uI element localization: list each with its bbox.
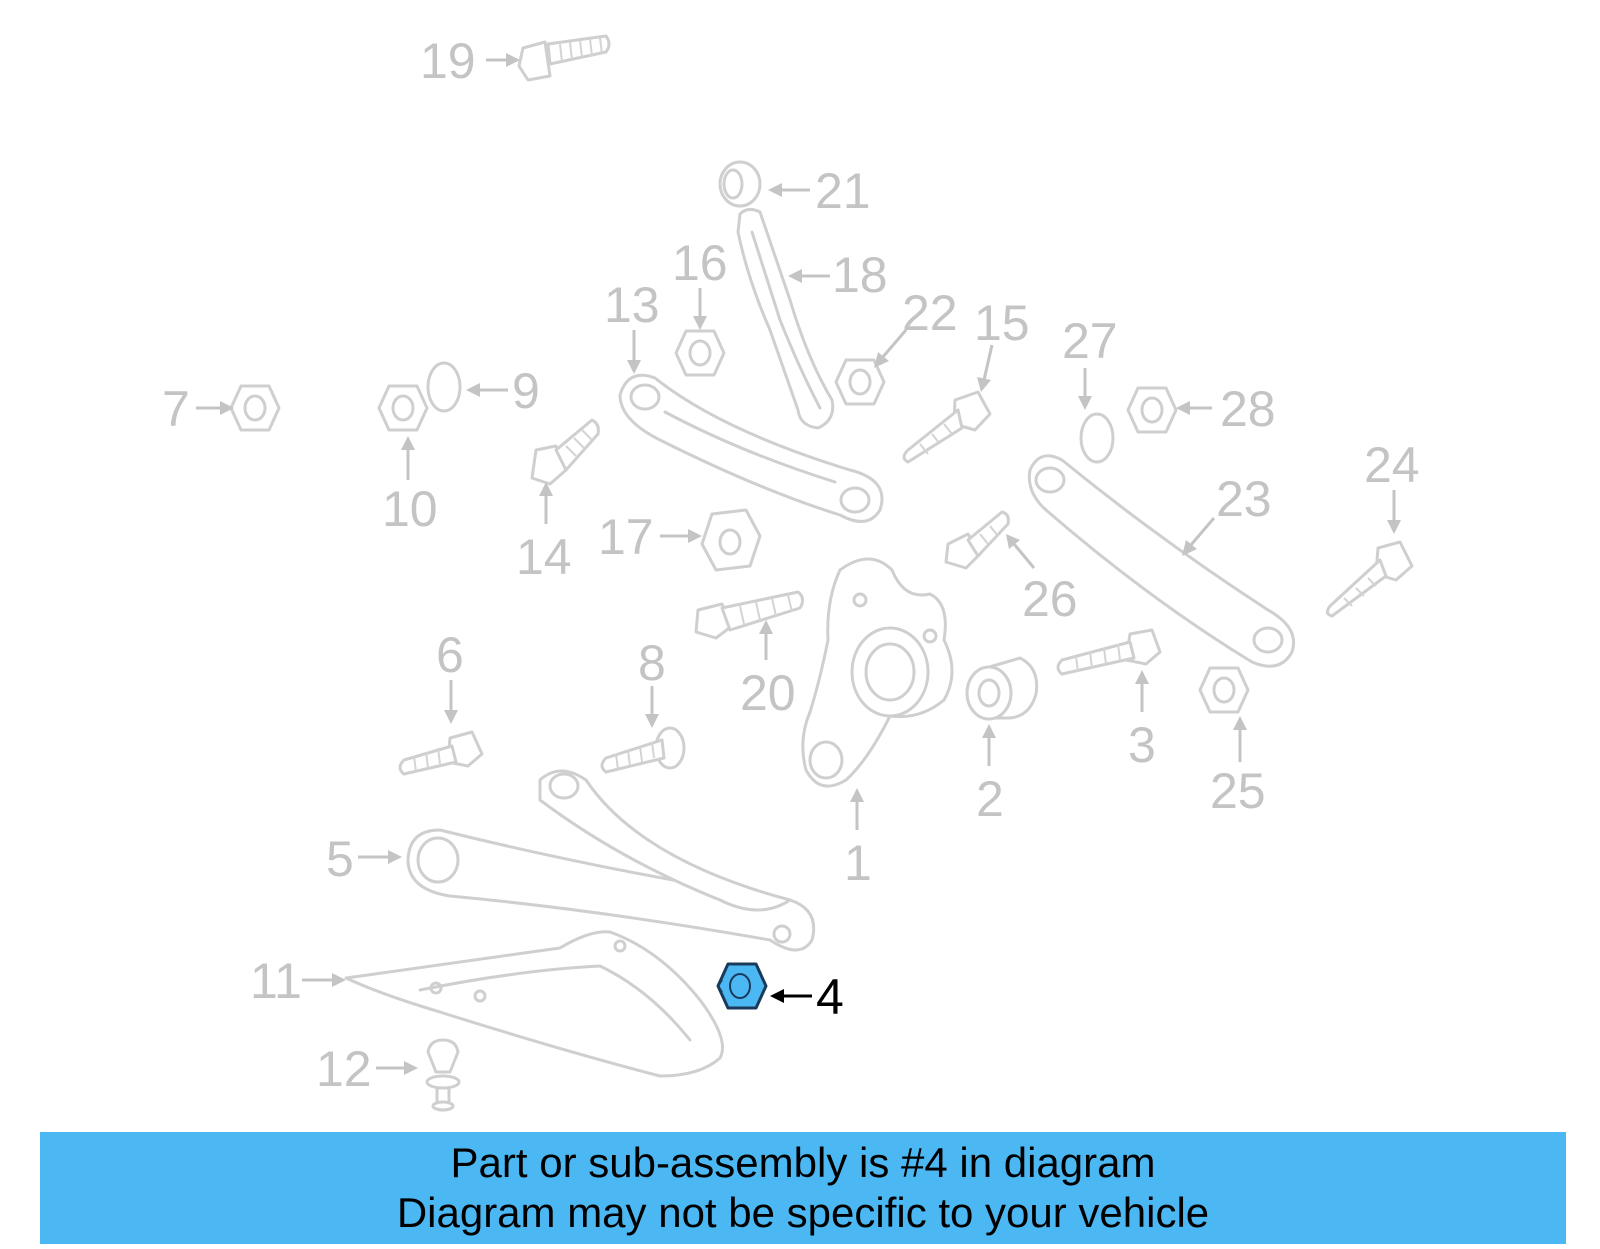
leader-27: [1078, 368, 1092, 410]
callout-9: 9: [512, 363, 540, 419]
part-arm-13: [618, 373, 884, 523]
leader-16: [693, 288, 707, 330]
part-nut-25: [1198, 666, 1250, 714]
callout-16: 16: [672, 235, 728, 291]
callout-23: 23: [1216, 471, 1272, 527]
info-banner: Part or sub-assembly is #4 in diagram Di…: [40, 1132, 1566, 1244]
leader-7: [196, 401, 234, 415]
part-bolt-14: [530, 418, 600, 486]
callout-12: 12: [316, 1041, 372, 1097]
part-bolt-20: [694, 590, 805, 640]
callout-17: 17: [598, 509, 654, 565]
callout-22: 22: [902, 285, 958, 341]
callout-13: 13: [604, 277, 660, 333]
part-ring-9: [426, 361, 462, 413]
banner-line-disclaimer: Diagram may not be specific to your vehi…: [396, 1189, 1210, 1236]
callout-15: 15: [974, 295, 1030, 351]
part-nut-7: [229, 384, 281, 432]
callout-26: 26: [1022, 571, 1078, 627]
leader-2: [982, 724, 996, 766]
part-nut-10: [377, 384, 429, 432]
leader-22: [874, 329, 908, 368]
leader-5: [358, 850, 402, 864]
part-bushing-2: [965, 656, 1039, 721]
part-link-18: [736, 207, 835, 430]
callout-7: 7: [162, 381, 190, 437]
leader-10: [401, 436, 415, 480]
part-bolt-3: [1056, 628, 1162, 676]
part-knuckle-1: [801, 557, 954, 788]
callout-18: 18: [832, 247, 888, 303]
callout-1: 1: [844, 835, 872, 891]
callout-3: 3: [1128, 717, 1156, 773]
callout-8: 8: [638, 635, 666, 691]
leader-1: [850, 788, 864, 830]
callout-5: 5: [326, 831, 354, 887]
leader-26: [1006, 534, 1036, 569]
callout-21: 21: [815, 163, 871, 219]
part-shield-11: [344, 930, 724, 1078]
part-arm-5: [406, 769, 816, 952]
leader-21: [768, 183, 810, 197]
leader-18: [788, 269, 830, 283]
part-clip-12: [425, 1038, 461, 1112]
leader-8: [645, 686, 659, 728]
leader-11: [302, 973, 346, 987]
banner-line-part: Part or sub-assembly is #4 in diagram: [450, 1139, 1156, 1186]
callout-11: 11: [250, 953, 302, 1009]
part-arm-23: [1027, 454, 1295, 668]
callout-27: 27: [1062, 313, 1118, 369]
leader-15: [977, 344, 994, 392]
part-bolt-15: [902, 390, 992, 464]
leader-19: [486, 53, 520, 67]
callout-19: 19: [420, 33, 476, 89]
callout-24: 24: [1364, 437, 1420, 493]
leader-4: [770, 989, 812, 1003]
part-bolt-26: [944, 510, 1010, 570]
leader-14: [539, 482, 553, 524]
part-nut-4-highlighted[interactable]: [716, 962, 768, 1010]
leader-13: [627, 330, 641, 374]
leader-17: [660, 529, 702, 543]
leader-24: [1387, 490, 1401, 534]
part-bushing-21: [718, 160, 762, 208]
callout-4[interactable]: 4: [816, 969, 844, 1025]
leader-3: [1135, 670, 1149, 712]
part-bolt-8: [600, 726, 686, 774]
part-bolt-6: [398, 730, 484, 776]
callout-10: 10: [382, 481, 438, 537]
part-ring-27: [1079, 412, 1115, 464]
callout-14: 14: [516, 529, 572, 585]
leader-20: [759, 620, 773, 660]
part-bolt-24: [1325, 540, 1414, 618]
leader-12: [376, 1061, 418, 1075]
callout-6: 6: [436, 627, 464, 683]
callout-25: 25: [1210, 763, 1266, 819]
leader-23: [1182, 517, 1216, 556]
part-nut-16: [674, 329, 726, 377]
leader-6: [444, 680, 458, 724]
callout-20: 20: [740, 665, 796, 721]
callout-28: 28: [1220, 381, 1276, 437]
leader-25: [1233, 716, 1247, 762]
leader-9: [466, 383, 508, 397]
part-bolt-19: [517, 34, 611, 82]
callout-2: 2: [976, 771, 1004, 827]
part-nut-17: [700, 508, 762, 572]
part-nut-28: [1126, 386, 1178, 434]
leader-28: [1176, 401, 1212, 415]
